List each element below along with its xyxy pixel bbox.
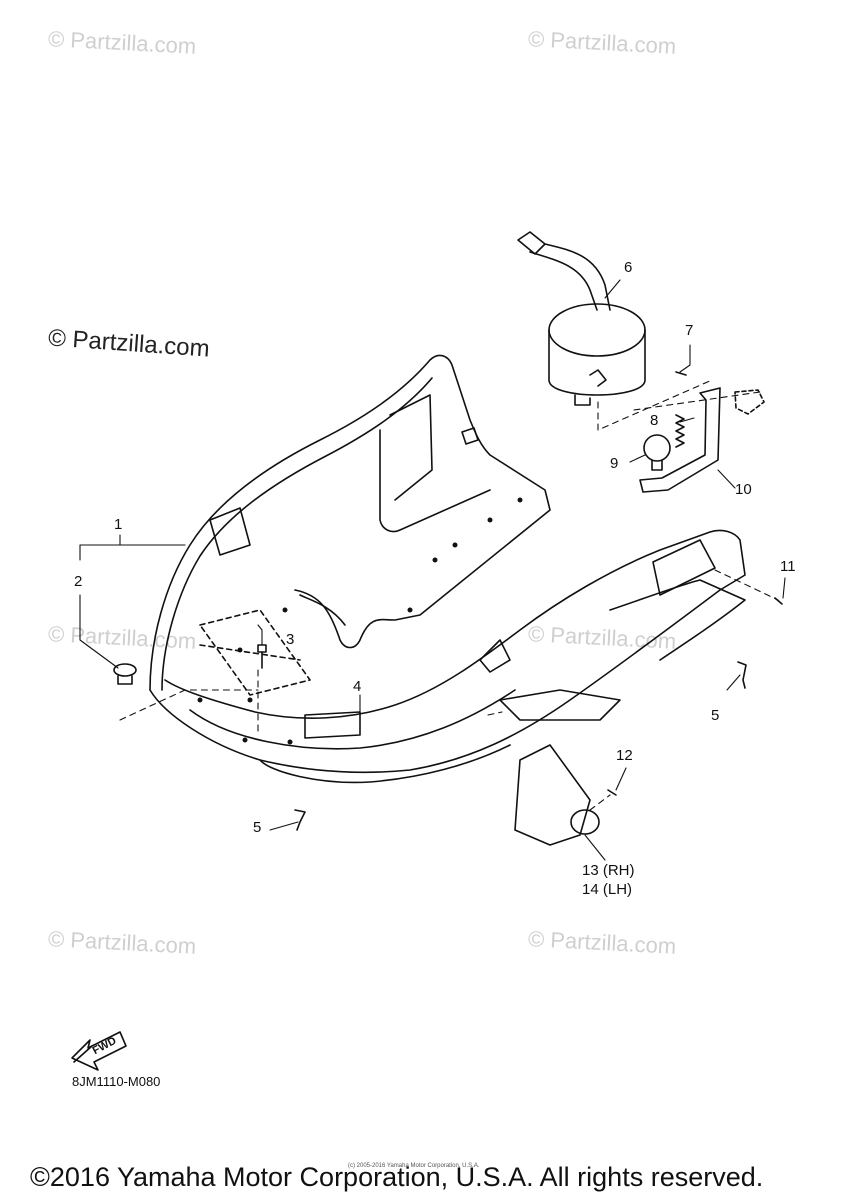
callout-9: 9	[610, 455, 619, 472]
callout-2: 2	[74, 573, 83, 590]
duct-part	[514, 744, 617, 846]
copyright-footer: ©2016 Yamaha Motor Corporation, U.S.A. A…	[30, 1162, 764, 1192]
rivet-part	[294, 661, 747, 831]
muffler-part	[517, 231, 646, 406]
callout-7: 7	[685, 322, 694, 339]
callout-5: 5	[253, 819, 262, 836]
label-plate-part	[304, 711, 361, 739]
dashed-leaders	[119, 379, 779, 811]
spring-part	[675, 414, 685, 448]
mount-outline	[734, 389, 765, 415]
bolt-part	[257, 644, 267, 669]
hull-liner-part	[149, 354, 746, 784]
fwd-arrow-icon	[71, 1031, 127, 1071]
grommet-part	[113, 663, 137, 685]
callout-14: 14 (LH)	[582, 881, 633, 898]
callout-1: 1	[114, 516, 123, 533]
callout-5: 5	[711, 707, 720, 724]
callout-12: 12	[616, 747, 633, 764]
callout-8: 8	[650, 412, 659, 429]
tiny-copyright: (c) 2005-2016 Yamaha Motor Corporation, …	[348, 1163, 480, 1169]
diagram-code: 8JM1110-M080	[72, 1074, 161, 1089]
damper-part	[643, 434, 671, 471]
leader-lines	[79, 279, 786, 861]
callout-10: 10	[735, 481, 752, 498]
bracket-part	[639, 387, 721, 493]
callout-6: 6	[624, 259, 633, 276]
screw-part	[675, 371, 687, 376]
callout-13: 13 (RH)	[582, 862, 635, 879]
callout-4: 4	[353, 678, 362, 695]
callout-11: 11	[780, 558, 796, 575]
callout-3: 3	[286, 631, 295, 648]
holes	[197, 497, 523, 745]
hidden-outline	[199, 609, 311, 696]
